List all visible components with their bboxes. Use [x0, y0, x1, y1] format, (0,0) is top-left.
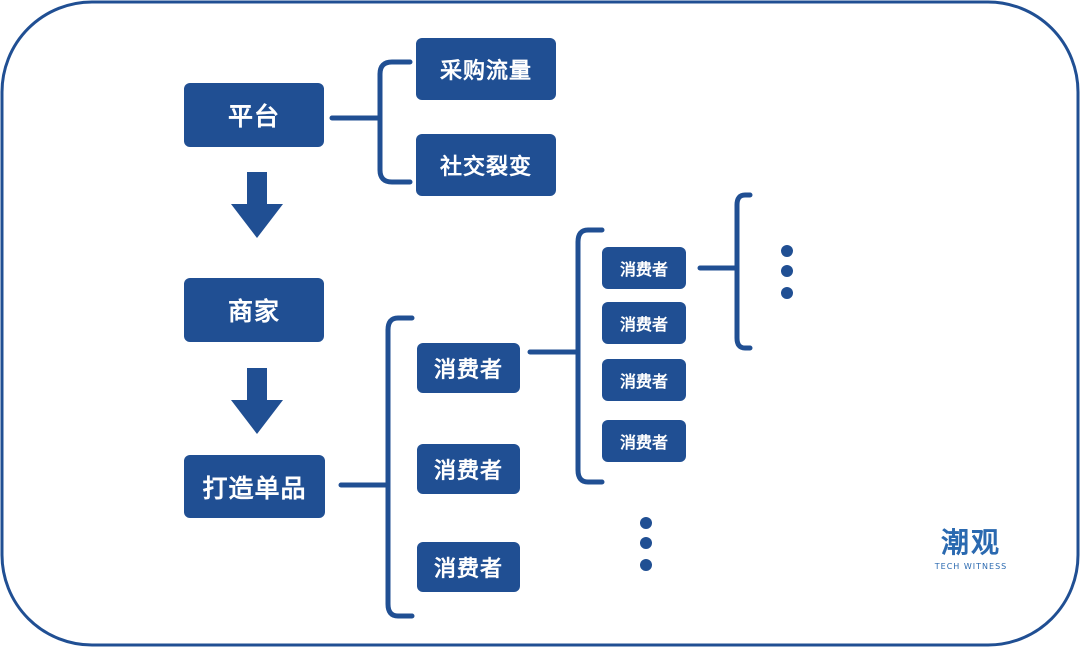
consumer-l2-node: 消费者 [602, 359, 686, 401]
down-arrow-1 [231, 172, 283, 238]
consumer-bracket-1 [527, 227, 605, 485]
tech-witness-logo: 潮观 TECH WITNESS [926, 528, 1016, 574]
logo-main-text: 潮观 [940, 526, 1001, 559]
consumer-l1-node: 消费者 [417, 343, 520, 393]
logo-sub-text: TECH WITNESS [934, 562, 1008, 571]
consumer-l2-node: 消费者 [602, 420, 686, 462]
purchase-traffic-node: 采购流量 [416, 38, 556, 100]
down-arrow-2 [231, 368, 283, 434]
product-bracket [338, 315, 415, 619]
consumer-l1-node: 消费者 [417, 542, 520, 592]
consumer-bracket-2 [697, 192, 753, 351]
platform-node: 平台 [184, 83, 324, 147]
consumer-l2-node: 消费者 [602, 302, 686, 344]
ellipsis-dots-1 [781, 245, 793, 299]
merchant-node: 商家 [184, 278, 324, 342]
ellipsis-dots-2 [640, 517, 652, 571]
platform-bracket [329, 59, 413, 185]
social-fission-node: 社交裂变 [416, 134, 556, 196]
consumer-l2-node: 消费者 [602, 247, 686, 289]
consumer-l1-node: 消费者 [417, 444, 520, 494]
product-node: 打造单品 [184, 455, 325, 518]
